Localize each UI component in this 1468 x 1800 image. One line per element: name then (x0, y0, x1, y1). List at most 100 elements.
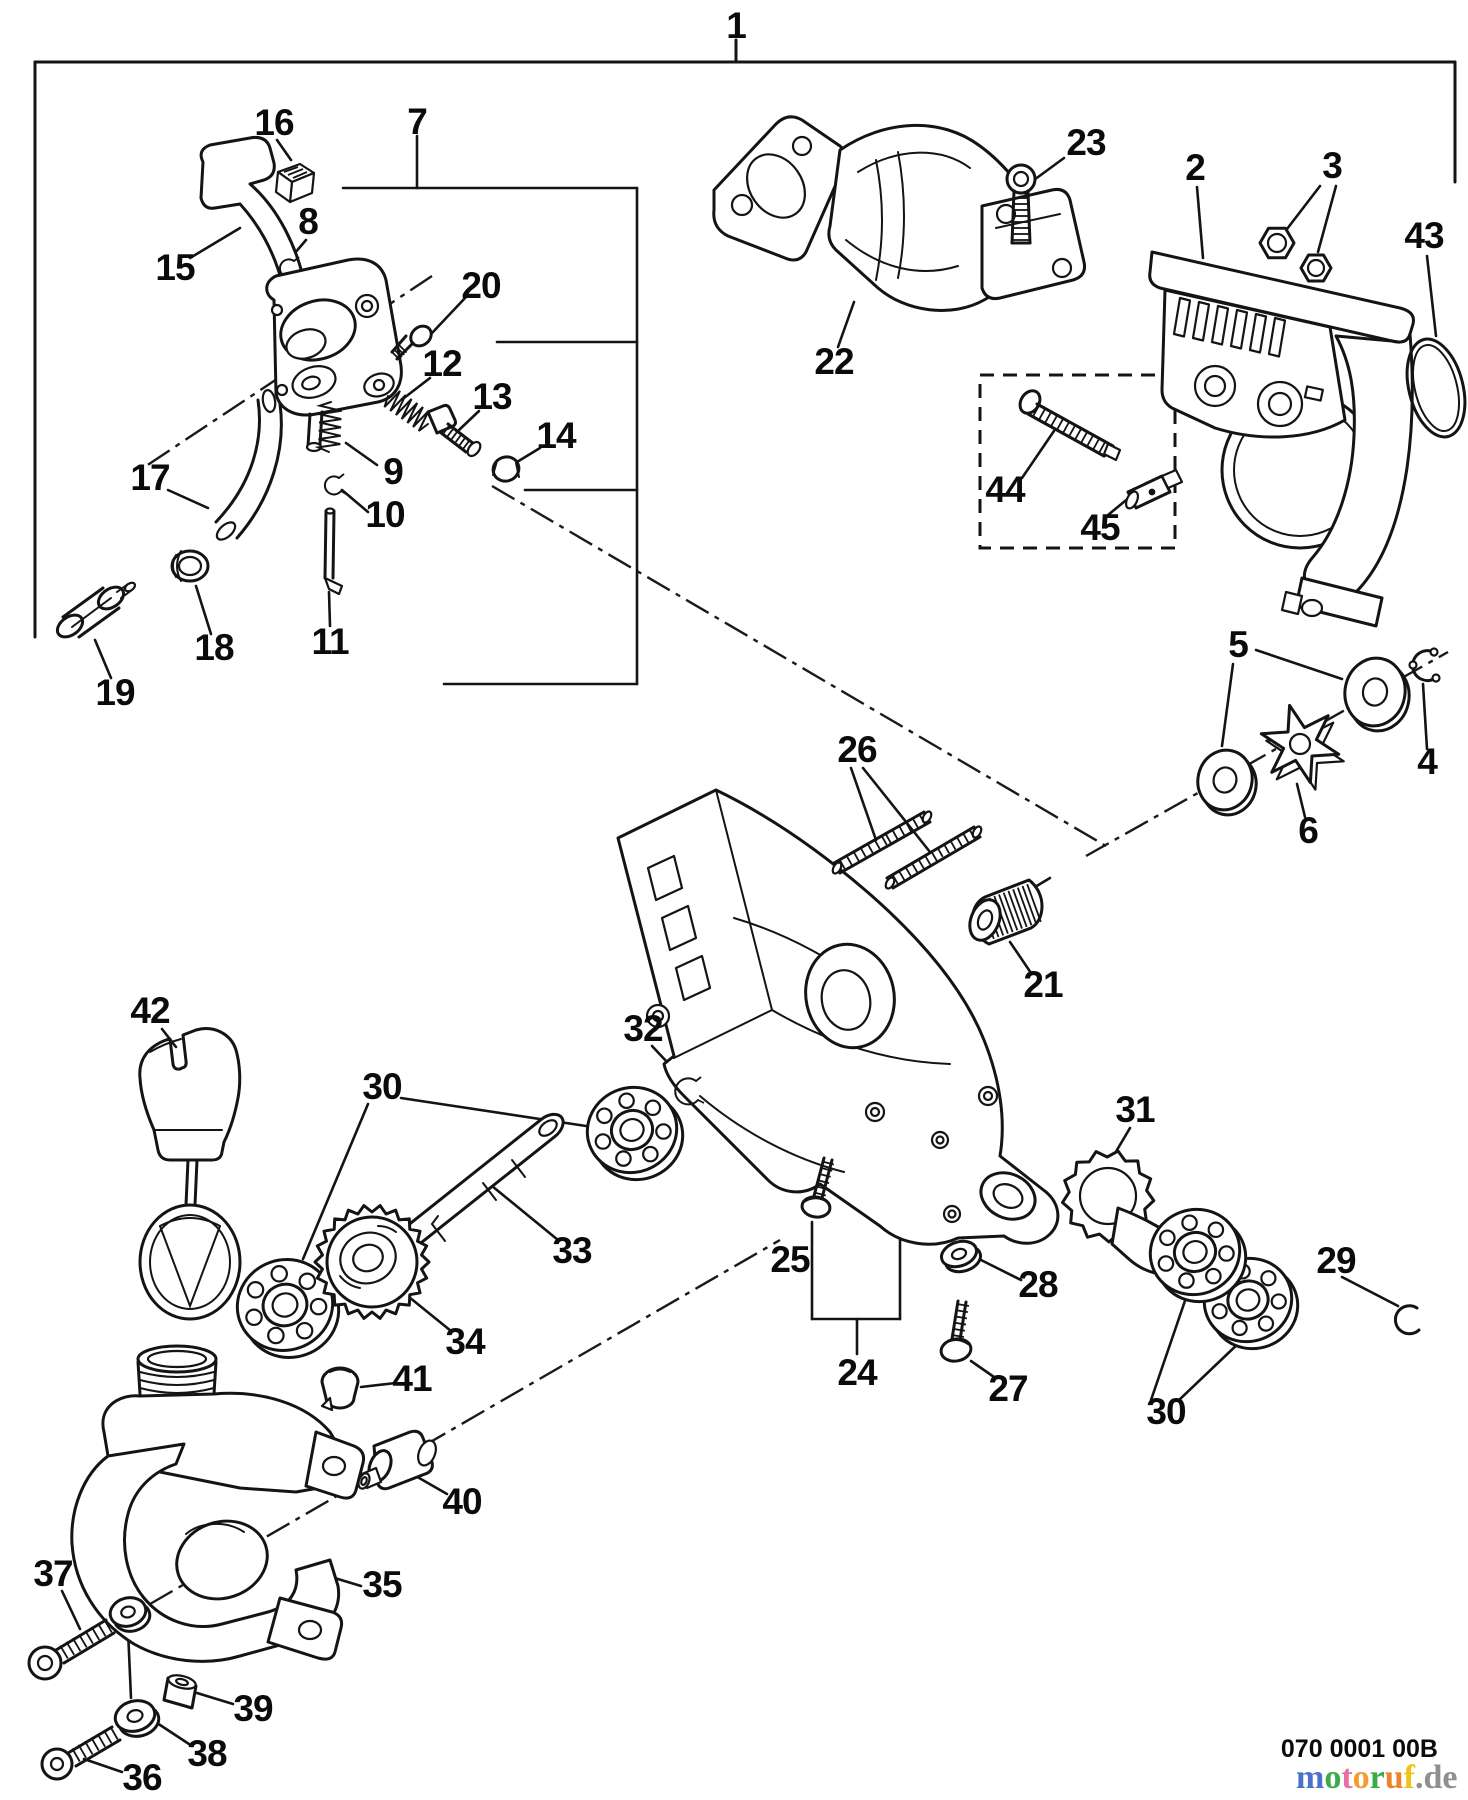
part-38-washer-upper (108, 1596, 152, 1633)
drawing-number: 070 0001 00B (1281, 1735, 1438, 1763)
part-label-20: 20 (461, 265, 501, 306)
part-label-10: 10 (365, 494, 405, 535)
option-group-dashed-box (978, 373, 1177, 550)
part-label-7: 7 (407, 101, 427, 142)
part-5-washer-upper (1343, 656, 1411, 733)
part-label-37: 37 (33, 1553, 72, 1594)
part-42-oil-cap (138, 1027, 242, 1321)
part-label-30: 30 (1146, 1391, 1186, 1432)
part-label-33: 33 (552, 1230, 592, 1271)
part-label-32: 32 (623, 1008, 663, 1049)
part-40-bushing (357, 1429, 437, 1491)
part-label-1: 1 (726, 5, 746, 46)
watermark-letter-0: m (1296, 1759, 1324, 1796)
part-carburetor-body (265, 257, 403, 453)
part-label-2: 2 (1185, 147, 1205, 188)
part-label-22: 22 (814, 341, 854, 382)
part-11-metering-needle (323, 507, 344, 596)
part-5-washer-lower (1196, 748, 1258, 817)
watermark-letter-4: r (1370, 1759, 1385, 1796)
part-label-25: 25 (770, 1239, 810, 1280)
part-21-worm-gear (968, 878, 1044, 946)
part-22-intake-manifold (712, 115, 1086, 312)
part-10-retaining-clip (323, 473, 347, 496)
part-label-31: 31 (1115, 1089, 1155, 1130)
part-label-18: 18 (194, 627, 234, 668)
part-label-16: 16 (254, 102, 294, 143)
part-label-15: 15 (155, 247, 195, 288)
watermark-letter-5: u (1385, 1759, 1404, 1796)
part-36-screw (40, 1725, 122, 1781)
footer: 070 0001 00B motoruf.de (1281, 1735, 1458, 1796)
part-label-6: 6 (1298, 810, 1318, 851)
part-label-17: 17 (130, 457, 169, 498)
part-30-ball-bearing (585, 1085, 685, 1182)
part-label-36: 36 (122, 1757, 162, 1798)
housing-bracket-lines (810, 1220, 902, 1356)
part-39-spacer (162, 1674, 198, 1710)
part-25-screw (800, 1156, 835, 1219)
part-label-11: 11 (311, 621, 349, 662)
part-16-valve-block (274, 162, 316, 204)
part-label-12: 12 (422, 343, 462, 384)
part-44-screw (1018, 389, 1122, 462)
part-label-30: 30 (362, 1066, 402, 1107)
part-label-42: 42 (130, 990, 170, 1031)
part-label-28: 28 (1018, 1264, 1058, 1305)
part-label-39: 39 (233, 1688, 273, 1729)
part-9-spring (314, 401, 342, 453)
part-43-o-ring (1405, 337, 1467, 439)
part-13-adjuster-screw (426, 403, 482, 458)
part-label-35: 35 (362, 1564, 402, 1605)
part-label-26: 26 (837, 729, 877, 770)
part-label-38: 38 (187, 1733, 227, 1774)
part-label-45: 45 (1080, 507, 1120, 548)
part-14-dome-nut (491, 455, 521, 483)
part-label-34: 34 (445, 1321, 486, 1362)
part-27-screw (939, 1299, 973, 1363)
part-37-screw (27, 1618, 116, 1681)
part-label-8: 8 (298, 201, 318, 242)
watermark-motoruf: motoruf.de (1296, 1759, 1458, 1796)
watermark-letter-3: o (1353, 1759, 1370, 1796)
part-label-40: 40 (442, 1481, 482, 1522)
part-label-27: 27 (988, 1368, 1027, 1409)
watermark-suffix: .de (1415, 1759, 1458, 1796)
part-30-ball-bearing (1148, 1207, 1248, 1304)
part-32-snap-ring (674, 1076, 705, 1106)
part-label-21: 21 (1023, 964, 1063, 1005)
carburetor-group-bracket (341, 134, 639, 686)
part-23-socket-screw (1005, 163, 1037, 245)
part-26-studs (831, 810, 983, 890)
part-30-ball-bearing (235, 1258, 341, 1359)
part-label-44: 44 (985, 469, 1026, 510)
part-label-23: 23 (1066, 122, 1106, 163)
part-label-9: 9 (383, 451, 403, 492)
part-18-grommet (170, 549, 210, 583)
part-28-washer (939, 1239, 983, 1274)
part-label-13: 13 (472, 376, 512, 417)
part-label-5: 5 (1228, 624, 1248, 665)
part-crankcase-housing (616, 788, 1060, 1246)
part-label-3: 3 (1322, 145, 1342, 186)
part-38-washer (113, 1699, 161, 1738)
part-4-e-clip (1408, 647, 1441, 683)
part-6-star-wheel (1259, 703, 1345, 791)
part-17-fuel-hose (214, 389, 283, 541)
part-label-41: 41 (392, 1358, 432, 1399)
part-label-29: 29 (1316, 1240, 1356, 1281)
part-19-fuel-filter (55, 581, 137, 639)
part-45-pivot-pin (1124, 468, 1184, 510)
part-2-brake-cover (1148, 250, 1415, 628)
part-34-pump-gear (313, 1204, 431, 1320)
watermark-letter-6: f (1404, 1759, 1416, 1796)
watermark-letter-2: t (1341, 1759, 1353, 1796)
part-41-plug (320, 1366, 360, 1412)
part-label-4: 4 (1417, 741, 1438, 782)
part-29-snap-ring (1393, 1304, 1421, 1336)
part-20-screw (390, 324, 433, 361)
part-3-flange-nuts (1258, 226, 1333, 283)
